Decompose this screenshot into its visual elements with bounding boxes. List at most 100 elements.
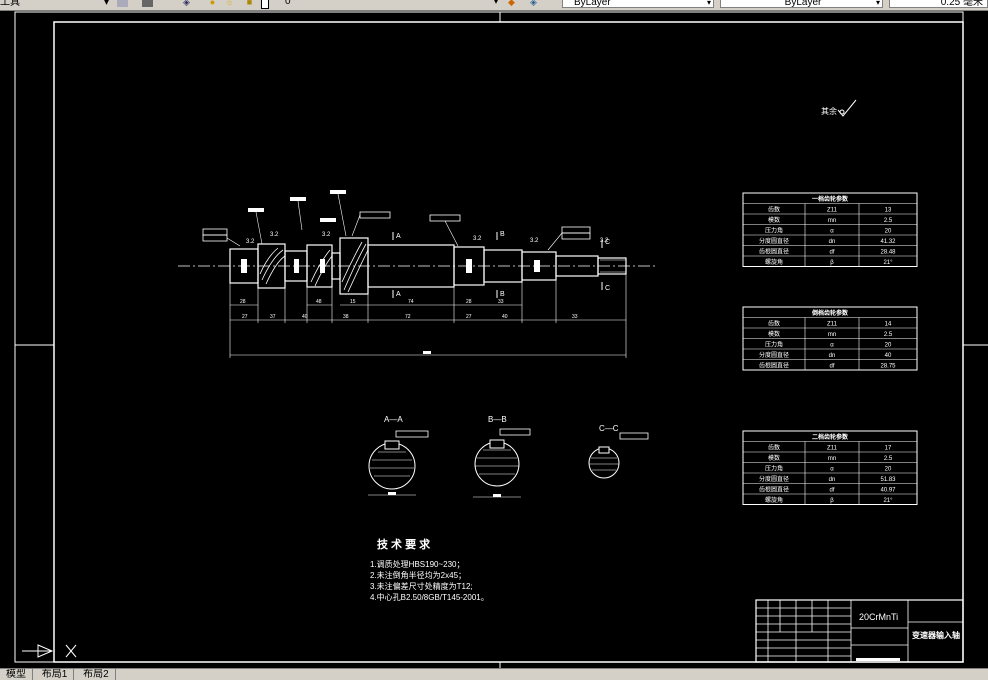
roughness-value: 3.2 [530,238,539,244]
toolbar-left-label[interactable]: 工具 [0,0,20,8]
tech-title: 技 术 要 求 [377,537,431,551]
table-cell: α [830,343,834,349]
table-cell: 模数 [768,330,780,338]
table-title: 二档齿轮参数 [812,433,849,441]
table-cell: 2.5 [884,332,893,338]
layer-value: 0 [285,0,291,7]
layer-match-icon[interactable]: ◈ [530,0,537,7]
tab-layout1[interactable]: 布局1 [36,669,75,680]
table-title: 倒档齿轮参数 [811,309,849,317]
table-cell: 40 [885,353,892,359]
lineweight-dropdown[interactable]: 0.25 毫米 [889,0,988,8]
roughness-value: 3.2 [600,238,609,244]
lower-dim: 27 [242,314,248,320]
section-mark-c-bottom: C [605,285,610,292]
drawing-canvas[interactable]: 其余 A [0,11,988,668]
thread-lines [600,259,626,273]
table-cell: 28.75 [880,364,896,370]
lock-icon[interactable]: ■ [246,0,253,7]
color-dropdown[interactable]: ByLayer ▾ [562,0,714,8]
datum-boxes [248,190,346,222]
table-cell: 压力角 [765,341,783,349]
tab-model[interactable]: 模型 [0,669,33,680]
upper-dim: 15 [350,299,356,305]
section-label-a: A—A [384,415,403,424]
table-cell: Z11 [827,208,838,214]
drawing-number-bar [856,658,900,661]
linetype-dropdown[interactable]: ByLayer ▾ [720,0,883,8]
material-label: 20CrMnTi [859,612,898,622]
table-cell: β [830,260,834,266]
section-mark-b-bottom: B [500,291,505,298]
chevron-down-icon: ▾ [493,0,498,6]
tech-line: 2.未注倒角半径均为2x45； [370,570,466,580]
color-swatch-icon [261,0,269,9]
section-view-c: C—C [588,424,649,479]
table-cell: 压力角 [765,227,783,235]
table-cell: 2.5 [884,456,893,462]
table-cell: Z11 [827,446,838,452]
inner-frame [53,21,964,663]
section-mark-a-bottom: A [396,291,401,298]
table-frame [742,192,918,267]
upper-dim: 28 [466,299,472,305]
table-cell: dn [829,239,836,245]
roughness-value: 3.2 [270,232,279,238]
table-cell: 齿根圆直径 [759,248,789,256]
table-cell: 齿数 [768,444,780,452]
roughness-note: 其余 [821,106,837,116]
title-block [755,599,964,663]
table-cell: 模数 [768,454,780,462]
layer-prev-icon[interactable]: ◆ [508,0,515,7]
color-value: ByLayer [574,0,611,8]
table-cell: 压力角 [765,465,783,473]
ucs-icon [22,644,77,658]
keyway-marks [241,259,540,273]
layer-state-icon[interactable]: ◈ [183,0,190,7]
tab-layout2[interactable]: 布局2 [77,669,116,680]
table-cell: 17 [885,446,892,452]
table-cell: mn [828,456,836,462]
drawing-svg: 其余 A [14,11,988,668]
total-length-dim [423,351,431,354]
table-frame [742,430,918,505]
table-cell: 28.48 [880,250,896,256]
table-cell: β [830,498,834,504]
table-cell: 分度圆直径 [759,351,789,359]
chevron-down-icon: ▾ [875,0,880,7]
chevron-down-icon[interactable]: ▾ [104,0,110,8]
sun-icon[interactable]: ☼ [225,0,234,7]
roughness-value: 3.2 [246,239,255,245]
table-cell: 螺旋角 [765,258,783,266]
table-cell: mn [828,218,836,224]
linetype-value: ByLayer [784,0,822,8]
layer-dropdown[interactable]: 0 ▾ [282,0,500,8]
table-cell: 51.83 [880,477,896,483]
gear-teeth-lines [259,241,369,293]
lower-dim: 33 [572,314,578,320]
table-title: 一档齿轮参数 [812,195,849,203]
section-mark-b-top: B [500,231,505,238]
tolerance-frames [202,211,591,242]
layout-tabs: 模型 布局1 布局2 [0,668,988,680]
table-cell: 40.97 [880,488,896,494]
table-cell: 21° [883,260,893,266]
tech-line: 4.中心孔B2.50/8GB/T145-2001。 [370,592,489,602]
table-cell: 20 [885,229,892,235]
tech-line: 3.未注偏差尺寸处精度为T12; [370,581,473,591]
table-cell: 13 [885,208,892,214]
chevron-down-icon: ▾ [706,0,711,7]
table-cell: 14 [885,322,892,328]
section-view-b: B—B [473,415,531,498]
table-cell: α [830,229,834,235]
table-cell: 齿数 [768,206,780,214]
roughness-value: 3.2 [322,232,331,238]
view-icon[interactable] [117,0,128,7]
table-cell: 分度圆直径 [759,237,789,245]
layer-manager-icon[interactable] [142,0,153,7]
lightbulb-icon[interactable]: ● [209,0,216,7]
table-cell: 齿数 [768,320,780,328]
